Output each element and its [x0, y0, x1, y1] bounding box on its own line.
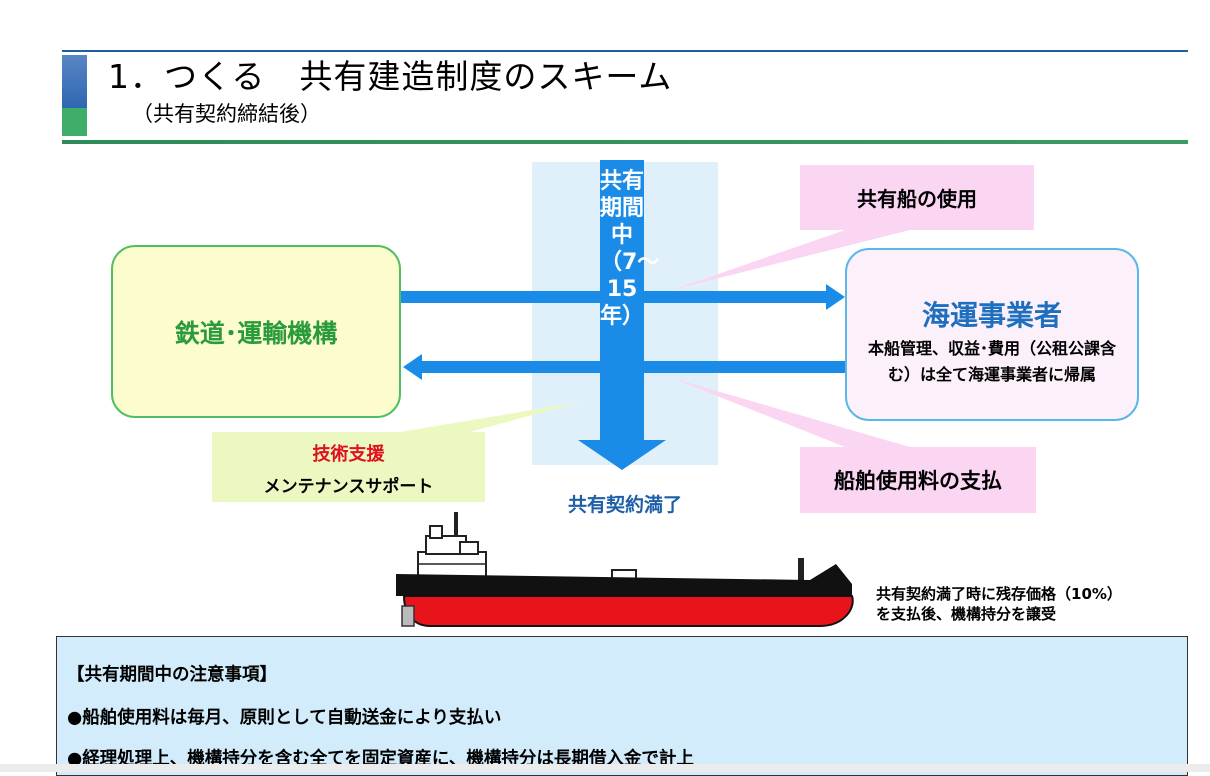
ship-transfer-note: 共有契約満了時に残存価格（10%） を支払後、機構持分を譲受 — [876, 585, 1122, 623]
ship-upper-hull — [396, 564, 852, 596]
shipping-operator-box: 海運事業者 本船管理、収益･費用（公租公課含む）は全て海運事業者に帰属 — [845, 248, 1139, 421]
use-callout-pointer — [672, 230, 910, 290]
tech-support-title: 技術支援 — [312, 444, 385, 465]
title-accent-blue — [62, 55, 87, 108]
arrow-left-shaft — [420, 361, 845, 373]
period-arrow-head — [578, 440, 666, 470]
title-accent-green — [62, 108, 87, 136]
shipping-operator-title: 海運事業者 — [921, 299, 1062, 332]
period-label: 共有期間中（7〜15年） — [600, 169, 660, 329]
bottom-scroll-edge — [0, 764, 1210, 772]
ship-lower-hull — [402, 595, 854, 627]
shipping-operator-note: 本船管理、収益･費用（公租公課含む）は全て海運事業者に帰属 — [867, 339, 1116, 384]
header-top-rule — [62, 50, 1188, 52]
header-bottom-rule — [62, 140, 1188, 144]
tech-support-callout: 技術支援 メンテナンスサポート — [212, 432, 485, 502]
maintenance-support-label: メンテナンスサポート — [263, 477, 434, 497]
arrow-right-head — [826, 284, 845, 310]
notes-panel: 【共有期間中の注意事項】 ●船舶使用料は毎月、原則として自動送金により支払い ●… — [56, 636, 1188, 776]
page-title: 1．つくる 共有建造制度のスキーム — [108, 57, 673, 96]
tech-callout-pointer — [400, 402, 580, 432]
railway-agency-box: 鉄道･運輸機構 — [111, 245, 401, 418]
arrow-left-head — [403, 354, 422, 380]
completion-label: 共有契約満了 — [567, 494, 682, 516]
page-subtitle: （共有契約締結後） — [132, 102, 321, 126]
railway-agency-label: 鉄道･運輸機構 — [174, 318, 338, 348]
notes-item: ●船舶使用料は毎月、原則として自動送金により支払い — [67, 708, 502, 728]
ship-illustration — [396, 512, 854, 627]
fee-callout-pointer — [672, 378, 910, 447]
notes-heading: 【共有期間中の注意事項】 — [67, 665, 277, 685]
arrow-right-shaft — [401, 291, 828, 303]
ship-use-callout: 共有船の使用 — [800, 165, 1034, 230]
usage-fee-callout: 船舶使用料の支払 — [800, 447, 1036, 513]
ship-bridge — [417, 551, 487, 579]
